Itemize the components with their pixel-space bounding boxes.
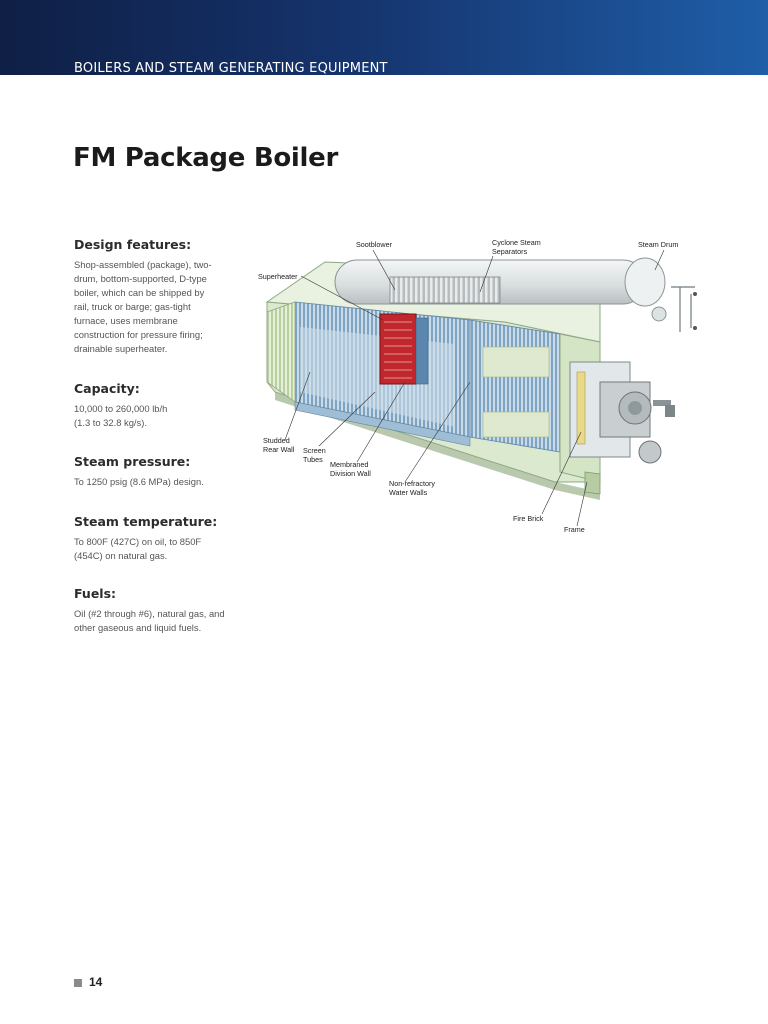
label-non-refractory-water-walls: Non-refractory Water Walls: [389, 479, 435, 497]
label-fire-brick: Fire Brick: [513, 514, 544, 523]
drum-manway: [651, 306, 667, 322]
rear-wall: [266, 301, 296, 403]
section-steam-temperature: Steam temperature: To 800F (427C) on oil…: [74, 514, 244, 563]
section-heading: Capacity:: [74, 381, 140, 396]
section-body: 10,000 to 260,000 lb/h (1.3 to 32.8 kg/s…: [74, 403, 168, 428]
drum-head: [624, 257, 666, 307]
section-body: Shop-assembled (package), two- drum, bot…: [74, 259, 212, 354]
section-steam-pressure: Steam pressure: To 1250 psig (8.6 MPa) d…: [74, 454, 244, 489]
label-screen-tubes: Screen Tubes: [303, 446, 326, 464]
cyclone-separators: [389, 276, 501, 304]
section-heading: Steam pressure:: [74, 454, 191, 469]
section-body: To 800F (427C) on oil, to 850F (454C) on…: [74, 536, 202, 561]
label-superheater: Superheater: [258, 272, 298, 281]
frame: [584, 471, 601, 495]
footer-marker: [74, 979, 82, 987]
page-number: 14: [89, 975, 103, 989]
section-fuels: Fuels: Oil (#2 through #6), natural gas,…: [74, 586, 244, 635]
label-membraned-division-wall: Membraned Division Wall: [330, 460, 371, 478]
section-body: Oil (#2 through #6), natural gas, and ot…: [74, 608, 225, 633]
label-steam-drum: Steam Drum: [638, 240, 679, 249]
label-studded-rear-wall: Studded Rear Wall: [263, 436, 295, 454]
section-design-features: Design features: Shop-assembled (package…: [74, 237, 244, 356]
label-cyclone-steam-separators: Cyclone Steam Separators: [492, 238, 541, 256]
fire-brick: [576, 371, 586, 445]
section-heading: Fuels:: [74, 586, 117, 601]
section-heading: Design features:: [74, 237, 192, 252]
header-banner: BOILERS AND STEAM GENERATING EQUIPMENT: [0, 0, 768, 76]
boiler-illustration: Sootblower Cyclone Steam Separators Stea…: [255, 232, 715, 542]
label-frame: Frame: [564, 525, 585, 534]
boiler-cutaway-drawing: [265, 249, 697, 527]
superheater-coils: [379, 313, 417, 385]
section-body: To 1250 psig (8.6 MPa) design.: [74, 476, 204, 487]
section-capacity: Capacity: 10,000 to 260,000 lb/h (1.3 to…: [74, 381, 244, 430]
fan-housing: [638, 440, 662, 464]
section-heading: Steam temperature:: [74, 514, 218, 529]
section-header-title: BOILERS AND STEAM GENERATING EQUIPMENT: [74, 61, 388, 76]
label-sootblower: Sootblower: [356, 240, 392, 249]
page-title: FM Package Boiler: [73, 143, 338, 173]
